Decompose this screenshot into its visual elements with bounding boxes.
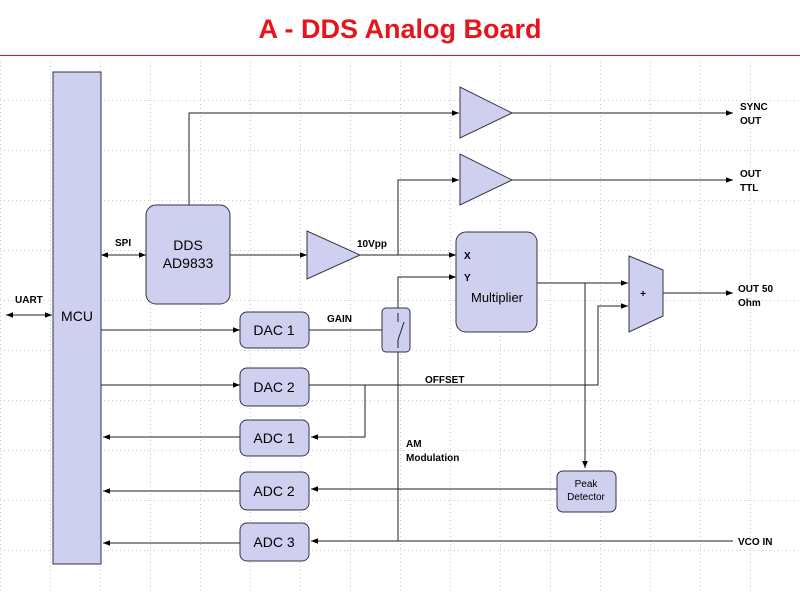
adc1-label: ADC 1 — [253, 430, 294, 446]
dds-part-label: AD9833 — [163, 255, 214, 271]
vpp-label: 10Vpp — [357, 239, 387, 250]
title-underline — [0, 55, 800, 56]
dac1-label: DAC 1 — [253, 322, 294, 338]
mcu-label: MCU — [61, 308, 93, 324]
out-ttl-label-1: OUT — [740, 169, 761, 180]
spi-label: SPI — [115, 238, 131, 249]
summer-block — [628, 255, 664, 333]
detector-label: Detector — [567, 492, 605, 503]
out-ttl-label-2: TTL — [740, 183, 758, 194]
peak-label: Peak — [575, 479, 599, 490]
page-title: A - DDS Analog Board — [258, 14, 542, 44]
gain-switch-block — [381, 307, 411, 353]
out50-label-2: Ohm — [738, 298, 761, 309]
amp-to-ttl-buffer-wire — [397, 177, 459, 255]
mcu-block — [52, 71, 102, 565]
uart-label: UART — [15, 295, 43, 306]
sync-out-label-2: OUT — [740, 116, 761, 127]
dac2-block — [239, 367, 310, 407]
multiplier-label: Multiplier — [471, 290, 524, 305]
adc3-block — [239, 522, 310, 562]
sync-out-label-1: SYNC — [740, 102, 768, 113]
modulation-label: Modulation — [406, 453, 459, 464]
adc2-label: ADC 2 — [253, 483, 294, 499]
switch-lever — [397, 321, 405, 341]
sync-buffer-triangle — [459, 86, 514, 139]
out50-label-1: OUT 50 — [738, 284, 773, 295]
summer-plus-label: + — [640, 289, 646, 300]
adc2-block — [239, 471, 310, 511]
vco-in-label: VCO IN — [738, 537, 772, 548]
dds-to-sync-buffer-wire — [188, 110, 459, 205]
dac2-to-adc1-wire — [311, 385, 366, 440]
dac1-block — [239, 311, 310, 349]
amplifier-triangle — [306, 230, 362, 280]
adc1-block — [239, 419, 310, 457]
dds-block — [145, 204, 231, 305]
multiplier-block — [455, 231, 538, 333]
multiplier-x-label: X — [464, 251, 471, 262]
switch-to-multiplier-y-wire — [397, 274, 456, 308]
ttl-buffer-triangle — [459, 153, 514, 206]
gain-label: GAIN — [327, 314, 352, 325]
dac2-label: DAC 2 — [253, 379, 294, 395]
offset-wire — [309, 303, 628, 386]
multiplier-y-label: Y — [464, 273, 471, 284]
offset-label: OFFSET — [425, 375, 464, 386]
am-label: AM — [406, 439, 422, 450]
adc3-label: ADC 3 — [253, 534, 294, 550]
peak-detector-block — [556, 470, 617, 513]
dds-label: DDS — [173, 237, 203, 253]
